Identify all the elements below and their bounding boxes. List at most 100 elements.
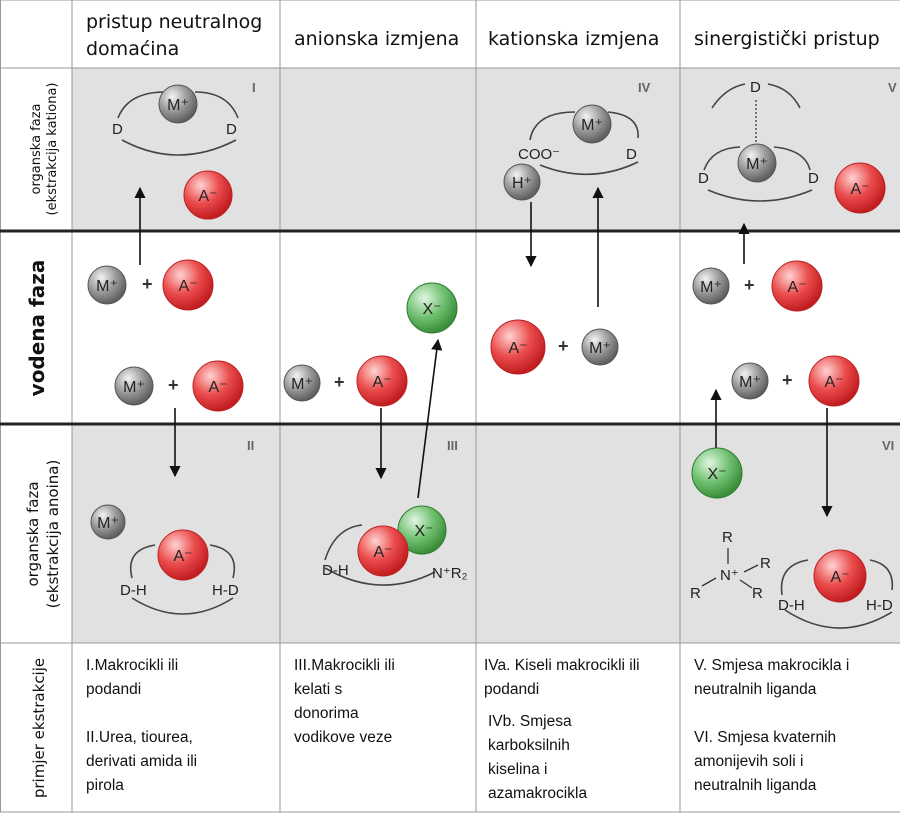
example-col-4: V. Smjesa makrocikla i neutralnih ligand… — [694, 657, 849, 794]
alkyl-R-bottom: R — [752, 585, 763, 602]
ion-A-label: A⁻ — [787, 279, 806, 296]
scheme-II: M⁺ A⁻ D-H H-D — [90, 504, 239, 615]
macrocycle-arc-top-left — [117, 91, 166, 119]
host-arc-left — [780, 559, 809, 596]
host-arc-right — [869, 559, 894, 591]
ion-A-label: A⁻ — [372, 374, 391, 391]
donor-HD: H-D — [212, 582, 239, 599]
ion-A-sphere: A⁻ — [490, 319, 546, 375]
example-text: neutralnih liganda — [694, 777, 817, 794]
alkyl-R-top: R — [722, 529, 733, 546]
host-arc-bottom — [784, 609, 893, 629]
ion-A-label: A⁻ — [198, 188, 217, 205]
ion-M-sphere: M⁺ — [87, 265, 127, 305]
example-text: amonijevih soli i — [694, 753, 803, 770]
row-examples: primjer ekstrakcije — [30, 658, 48, 798]
receptor-arc-top — [324, 524, 363, 561]
column-headers: pristup neutralnog domaćina anionska izm… — [86, 11, 880, 60]
example-text: vodikove veze — [294, 729, 392, 746]
ion-H-label: H⁺ — [512, 175, 532, 192]
ligand-arc-left — [711, 83, 746, 109]
row-aqueous: vodena faza — [25, 260, 49, 397]
ion-A-sphere: A⁻ — [813, 549, 867, 603]
roman-III: III — [447, 438, 458, 453]
organic-phase-bottom-bg — [72, 425, 900, 643]
example-text: I.Makrocikli ili — [86, 657, 178, 674]
ion-M-label: M⁺ — [589, 340, 611, 357]
ion-M-sphere: M⁺ — [283, 364, 321, 402]
header-2: anionska izmjena — [294, 28, 459, 50]
ion-X-sphere: X⁻ — [691, 447, 743, 499]
macrocycle-arc-bottom — [539, 161, 639, 176]
row-labels: organska faza (ekstrakcija kationa) vode… — [24, 83, 62, 799]
donor-D-right: D — [808, 170, 819, 187]
ion-X-label: X⁻ — [422, 301, 441, 318]
ion-A-sphere: A⁻ — [183, 170, 233, 220]
ion-M-label: M⁺ — [291, 376, 313, 393]
ion-M-label: M⁺ — [167, 97, 189, 114]
ion-A-sphere: A⁻ — [356, 355, 408, 407]
roman-V: V — [888, 80, 897, 95]
example-text: IVb. Smjesa — [488, 713, 572, 730]
macrocycle-arc-top-right — [194, 91, 239, 119]
ligand-arc-right — [767, 83, 801, 109]
scheme-IV: M⁺ COO⁻ D H⁺ A⁻ + M⁺ — [490, 104, 639, 375]
ion-M-sphere: M⁺ — [581, 328, 619, 366]
ion-A-sphere: A⁻ — [157, 529, 209, 581]
row-organic-top-line-1: organska faza — [29, 103, 44, 194]
ion-A-sphere: A⁻ — [192, 360, 244, 412]
example-text: karboksilnih — [488, 737, 570, 754]
row-organic-top-line-2: (ekstrakcija kationa) — [45, 83, 60, 216]
ammonium-N: N⁺ — [720, 567, 739, 584]
example-col-3: IVa. Kiseli makrocikli ili podandi IVb. … — [484, 657, 640, 802]
alkyl-R-left: R — [690, 585, 701, 602]
ion-A-sphere: A⁻ — [357, 525, 409, 577]
ion-M-sphere: M⁺ — [572, 104, 612, 144]
example-text: podandi — [86, 681, 141, 698]
donor-D-left: D — [112, 121, 123, 138]
plus-sign: + — [558, 336, 569, 356]
example-text: neutralnih liganda — [694, 681, 817, 698]
ion-M-label: M⁺ — [97, 515, 119, 532]
example-col-2: III.Makrocikli ili kelati s donorima vod… — [294, 657, 395, 746]
header-1-line-2: domaćina — [86, 38, 179, 60]
macrocycle-arc-bottom — [707, 189, 813, 202]
donor-D-left: D — [698, 170, 709, 187]
plus-sign: + — [782, 370, 793, 390]
example-text: derivati amida ili — [86, 753, 197, 770]
example-text: kiselina i — [488, 761, 547, 778]
scheme-III: M⁺ + A⁻ X⁻ X⁻ A⁻ D-H N⁺R₂ — [283, 282, 468, 586]
host-arc-left — [130, 544, 156, 579]
examples-row: I.Makrocikli ili podandi II.Urea, tioure… — [86, 657, 849, 802]
arrow-up-III — [417, 338, 443, 499]
plus-sign: + — [334, 372, 345, 392]
row-organic-bottom-line-1: organska faza — [24, 481, 42, 586]
ion-M-label: M⁺ — [746, 156, 768, 173]
donor-D-right: D — [226, 121, 237, 138]
ion-X-label: X⁻ — [707, 466, 726, 483]
ion-M-label: M⁺ — [96, 278, 118, 295]
ion-A-label: A⁻ — [830, 569, 849, 586]
example-col-1: I.Makrocikli ili podandi II.Urea, tioure… — [86, 657, 197, 794]
header-3: kationska izmjena — [488, 28, 659, 50]
header-4: sinergistički pristup — [694, 28, 880, 50]
ion-H-sphere: H⁺ — [503, 163, 541, 201]
ion-M-sphere: M⁺ — [731, 362, 769, 400]
scheme-VI: M⁺ + A⁻ X⁻ R N⁺ R R R A⁻ — [690, 355, 894, 629]
scheme-I: D D M⁺ A⁻ M⁺ + A⁻ M⁺ + A⁻ — [87, 84, 244, 478]
ammonium-NR2: N⁺R₂ — [432, 565, 468, 582]
roman-IV: IV — [638, 80, 651, 95]
plus-sign: + — [142, 274, 153, 294]
ion-A-label: A⁻ — [208, 379, 227, 396]
macrocycle-arc-top-left — [529, 111, 576, 141]
ion-A-label: A⁻ — [850, 181, 869, 198]
example-text: azamakrocikla — [488, 785, 587, 802]
carboxylate-COO: COO⁻ — [518, 146, 560, 163]
host-arc-right — [209, 544, 235, 579]
ion-X-sphere: X⁻ — [406, 282, 458, 334]
ion-M-label: M⁺ — [700, 279, 722, 296]
example-text: III.Makrocikli ili — [294, 657, 395, 674]
donor-D-top: D — [750, 79, 761, 96]
